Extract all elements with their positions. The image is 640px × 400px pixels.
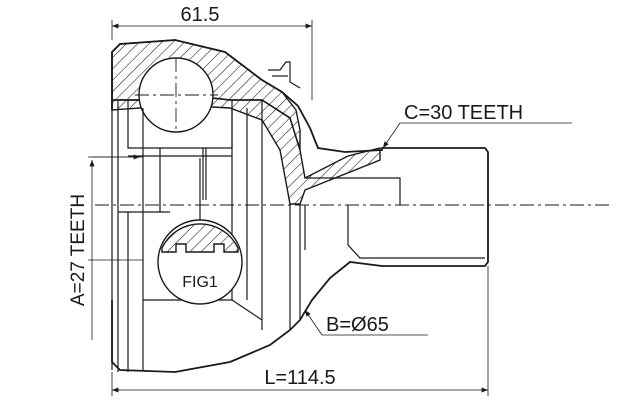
dim-top-width-label: 61.5: [181, 4, 220, 26]
dim-spline-outer: C=30 TEETH: [382, 102, 572, 149]
detail-label: FIG1: [182, 274, 218, 291]
dim-spline-outer-label: C=30 TEETH: [404, 102, 523, 124]
dim-abs-ring: B=Ø65: [304, 309, 428, 336]
dim-total-length: L=114.5: [111, 266, 489, 396]
detail-fig1: FIG1: [157, 158, 243, 305]
dim-total-length-label: L=114.5: [264, 367, 335, 389]
dim-spline-inner: A=27 TEETH: [68, 154, 143, 340]
seal-flange: [268, 61, 301, 89]
dim-spline-inner-label: A=27 TEETH: [68, 194, 89, 306]
inner-race: [111, 100, 263, 372]
dim-abs-ring-label: B=Ø65: [326, 314, 389, 336]
dim-top-width: 61.5: [111, 4, 313, 100]
stub-shaft: [289, 177, 485, 330]
